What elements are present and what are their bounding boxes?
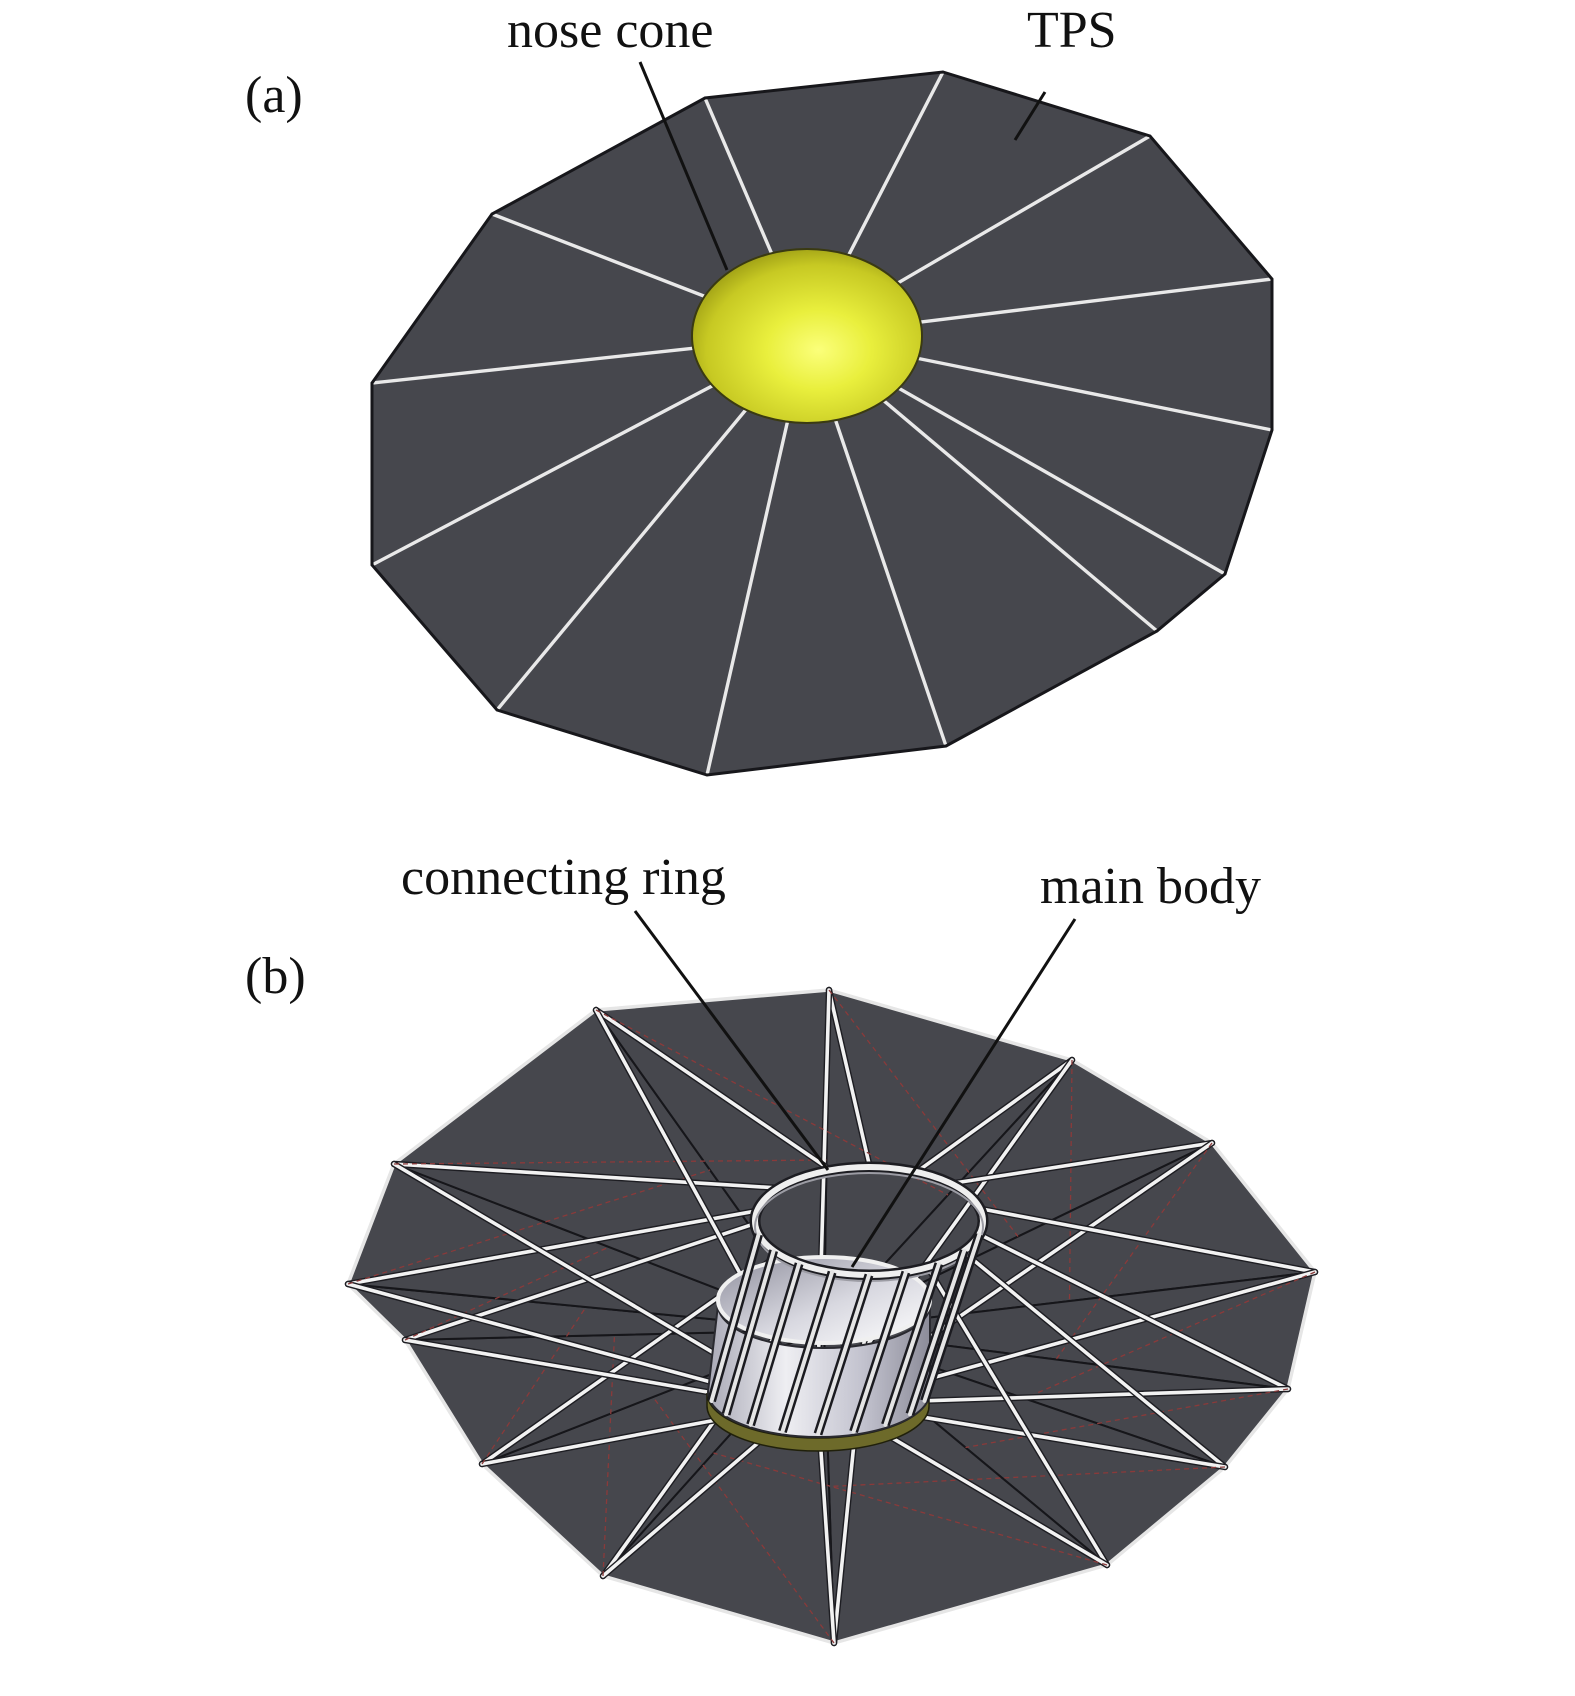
nose-cone: [691, 248, 923, 424]
strut-lower: [923, 1270, 1317, 1382]
rib: [883, 1261, 941, 1427]
tps-label: TPS: [1027, 2, 1117, 59]
strut-upper: [961, 1249, 1227, 1469]
strut-upper: [594, 1008, 833, 1172]
nose-cone-leader: [638, 61, 729, 271]
strut-upper: [977, 1232, 1290, 1391]
connecting-ring-leader: [633, 910, 830, 1171]
rib: [748, 1261, 802, 1427]
support-struts: [344, 986, 1319, 1647]
tps-panels-a: [371, 71, 1273, 776]
tension-line: [347, 1169, 711, 1285]
panel-a-label: (a): [245, 67, 303, 124]
main-body-leader: [850, 918, 1077, 1268]
strut-upper: [827, 988, 872, 1169]
tension-line: [652, 1396, 835, 1644]
rib: [709, 1232, 761, 1403]
strut-upper: [949, 1141, 1214, 1186]
tps-leader: [1013, 91, 1047, 141]
strut-lower: [403, 1338, 710, 1394]
panel-b-label: (b): [245, 948, 306, 1005]
tps-panels-b: [347, 989, 1316, 1644]
rib: [907, 1248, 967, 1417]
strut-lower: [480, 1415, 734, 1466]
nose-cone-label: nose cone: [507, 2, 713, 59]
strut-upper: [978, 1206, 1317, 1274]
connecting-ring-label: connecting ring: [401, 849, 726, 906]
tension-line: [828, 989, 1019, 1237]
tps-outline-a: [370, 70, 1274, 777]
panel-b-group: [344, 986, 1319, 1647]
tension-line: [1068, 1059, 1073, 1302]
strut-upper: [392, 1162, 781, 1190]
strut-upper: [403, 1221, 757, 1342]
main-body-label: main body: [1040, 858, 1261, 915]
strut-lower: [818, 1432, 836, 1645]
strut-lower: [392, 1162, 733, 1365]
rib: [851, 1270, 908, 1434]
rib: [922, 1232, 982, 1403]
tension-line: [481, 1306, 587, 1465]
rib: [724, 1248, 776, 1417]
rib: [816, 1273, 871, 1436]
strut-upper: [926, 1265, 1109, 1567]
strut-upper: [346, 1209, 759, 1286]
tension-line: [1024, 1271, 1316, 1400]
tension-line: [965, 1388, 1289, 1449]
tension-line: [404, 1246, 610, 1341]
strut-lower: [907, 1413, 1227, 1469]
ring-body-ribs: [707, 1232, 984, 1436]
tension-line: [828, 1466, 1226, 1488]
tension-line: [595, 1009, 949, 1196]
rib: [780, 1270, 835, 1434]
strut-upper: [914, 1058, 1074, 1174]
panel-a-group: [370, 70, 1274, 777]
main-body-base-ring: [706, 1392, 930, 1452]
strut-lower: [922, 1387, 1290, 1403]
tension-line: [393, 1159, 827, 1165]
strut-lower: [872, 1425, 1109, 1567]
strut-lower: [601, 1428, 775, 1578]
strut-lower: [346, 1282, 712, 1384]
